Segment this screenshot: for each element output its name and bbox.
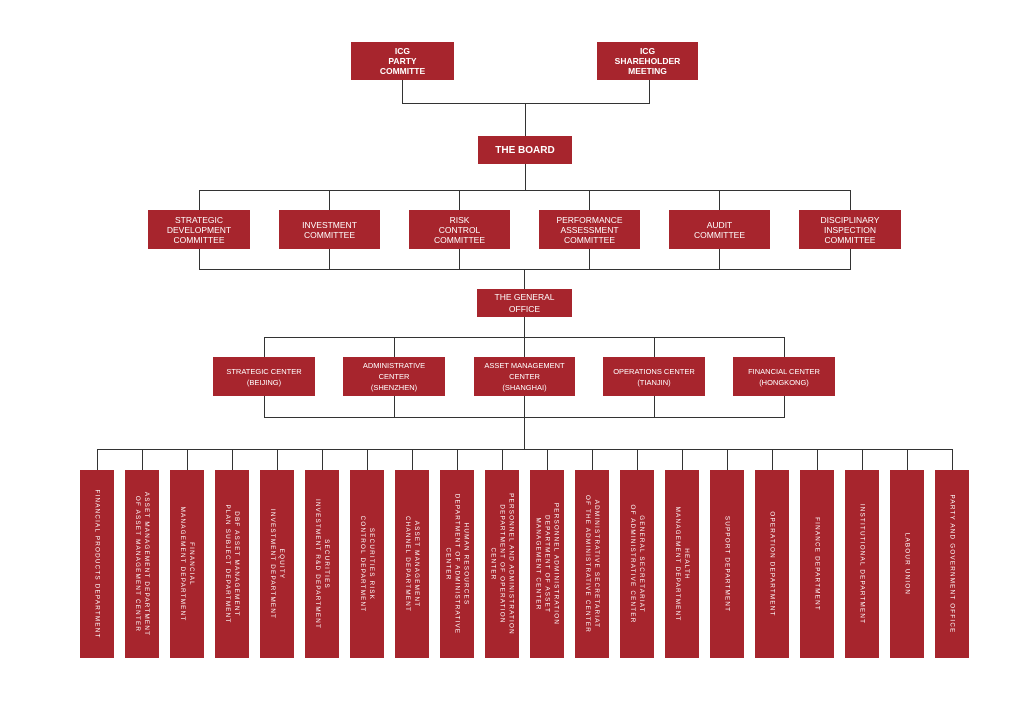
department-node: PERSONNEL AND ADMINISTRATION DEPARTMENT … [485,470,519,658]
department-node: ASSET MANAGEMENT DEPARTMENT OF ASSET MAN… [125,470,159,658]
performance-assessment-committee-node: PERFORMANCE ASSESSMENT COMMITTEE [539,210,640,249]
financial-center-node: FINANCIAL CENTER (HONGKONG) [733,357,835,396]
department-node: FINANCIAL MANAGEMENT DEPARTMENT [170,470,204,658]
department-node: SUPPORT DEPARTMENT [710,470,744,658]
department-node: INSTITUTIONAL DEPARTMENT [845,470,879,658]
audit-committee-node: AUDIT COMMITTEE [669,210,770,249]
department-label: HUMAN RESOURCES DEPARTMENT OF ADMINISTRA… [444,493,470,635]
department-label: HEALTH MANAGEMENT DEPARTMENT [674,506,690,622]
department-label: ADMINISTRATIVE SECRETARIAT OF THE ADMINI… [584,495,600,633]
operations-center-node: OPERATIONS CENTER (TIANJIN) [603,357,705,396]
department-node: DBF ASSET MANAGEMENT PLAN SUBJECT DEPART… [215,470,249,658]
department-label: PERSONNEL AND ADMINISTRATION DEPARTMENT … [489,493,515,635]
department-node: LABOUR UNION [890,470,924,658]
department-node: PARTY AND GOVERNMENT OFFICE [935,470,969,658]
department-label: OPERATION DEPARTMENT [768,511,776,617]
department-label: FINANCE DEPARTMENT [813,517,821,611]
strategic-center-node: STRATEGIC CENTER (BEIJING) [213,357,315,396]
department-node: GENERAL SECRETARIAT OF ADMINISTRATIVE CE… [620,470,654,658]
department-label: DBF ASSET MANAGEMENT PLAN SUBJECT DEPART… [224,504,240,624]
department-label: FINANCIAL MANAGEMENT DEPARTMENT [179,506,195,622]
asset-management-center-node: ASSET MANAGEMENT CENTER (SHANGHAI) [474,357,575,396]
department-node: FINANCIAL PRODUCTS DEPARTMENT [80,470,114,658]
department-label: PARTY AND GOVERNMENT OFFICE [948,494,956,634]
department-label: INSTITUTIONAL DEPARTMENT [858,503,866,625]
department-node: SECURITIES RISK CONTROL DEPARTMENT [350,470,384,658]
department-label: ASSET MANAGEMENT DEPARTMENT OF ASSET MAN… [134,491,150,637]
disciplinary-inspection-committee-node: DISCIPLINARY INSPECTION COMMITTEE [799,210,901,249]
department-node: SECURITIES INVESTMENT R&D DEPARTMENT [305,470,339,658]
department-label: FINANCIAL PRODUCTS DEPARTMENT [93,489,101,639]
investment-committee-node: INVESTMENT COMMITTEE [279,210,380,249]
department-node: FINANCE DEPARTMENT [800,470,834,658]
department-node: HUMAN RESOURCES DEPARTMENT OF ADMINISTRA… [440,470,474,658]
department-node: EQUITY INVESTMENT DEPARTMENT [260,470,294,658]
department-label: SECURITIES RISK CONTROL DEPARTMENT [359,515,375,613]
department-node: ASSET MANAGEMENT CHANNEL DEPARTMENT [395,470,429,658]
department-node: PERSONNEL ADMINISTRATION DEPARTMENT OF A… [530,470,564,658]
board-node: THE BOARD [478,136,572,164]
department-node: HEALTH MANAGEMENT DEPARTMENT [665,470,699,658]
department-label: GENERAL SECRETARIAT OF ADMINISTRATIVE CE… [629,504,645,624]
general-office-node: THE GENERAL OFFICE [477,289,572,317]
department-node: OPERATION DEPARTMENT [755,470,789,658]
icg-party-committee-node: ICG PARTY COMMITTE [351,42,454,80]
icg-shareholder-meeting-node: ICG SHAREHOLDER MEETING [597,42,698,80]
department-label: LABOUR UNION [903,532,911,596]
administrative-center-node: ADMINISTRATIVE CENTER (SHENZHEN) [343,357,445,396]
department-label: SECURITIES INVESTMENT R&D DEPARTMENT [314,498,330,630]
department-label: EQUITY INVESTMENT DEPARTMENT [269,508,285,620]
department-label: SUPPORT DEPARTMENT [723,515,731,613]
risk-control-committee-node: RISK CONTROL COMMITTEE [409,210,510,249]
department-label: PERSONNEL ADMINISTRATION DEPARTMENT OF A… [534,502,560,626]
department-label: ASSET MANAGEMENT CHANNEL DEPARTMENT [404,515,420,612]
department-node: ADMINISTRATIVE SECRETARIAT OF THE ADMINI… [575,470,609,658]
strategic-development-committee-node: STRATEGIC DEVELOPMENT COMMITTEE [148,210,250,249]
